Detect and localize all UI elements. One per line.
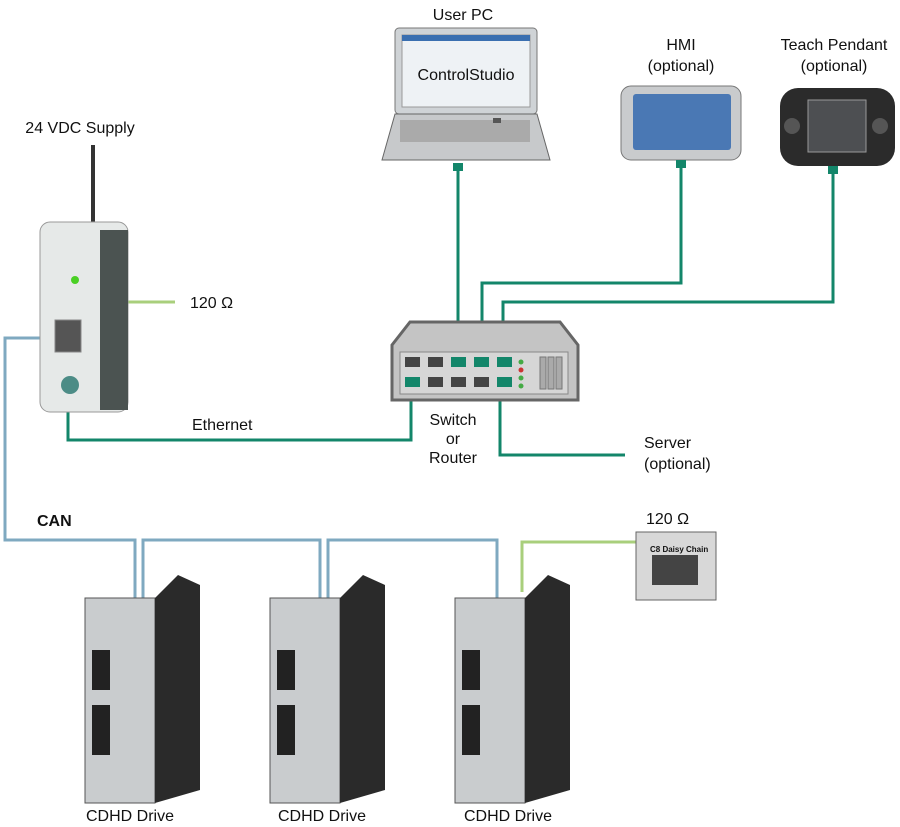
terminator-label-can: 120 Ω — [646, 511, 689, 528]
hmi-label: HMI — [666, 37, 695, 54]
controller-unit — [39, 145, 129, 413]
control-studio-label: ControlStudio — [418, 67, 515, 84]
server-optional-label: (optional) — [644, 456, 711, 473]
switch-router — [390, 320, 580, 402]
terminator-label-top: 120 Ω — [190, 295, 233, 312]
daisy-chain-label: C8 Daisy Chain — [650, 545, 708, 554]
ethernet-cable-server — [498, 380, 625, 457]
cdhd-drive-2 — [269, 575, 385, 804]
switch-label-3: Router — [429, 450, 478, 467]
can-label: CAN — [37, 513, 72, 530]
ethernet-cable-controller — [66, 380, 413, 442]
drive-1-label: CDHD Drive — [86, 808, 174, 825]
can-cable-2 — [141, 538, 322, 598]
pendant-optional-label: (optional) — [801, 58, 868, 75]
can-cable-3 — [326, 538, 499, 598]
cdhd-drive-1 — [84, 575, 200, 804]
switch-label-1: Switch — [429, 412, 476, 429]
terminator-cable-can — [520, 540, 638, 592]
drive-3-label: CDHD Drive — [464, 808, 552, 825]
teach-pendant-label: Teach Pendant — [781, 37, 888, 54]
cdhd-drive-3 — [454, 575, 570, 804]
user-pc-laptop — [381, 27, 551, 171]
switch-label-2: or — [446, 431, 461, 448]
hmi-device — [620, 85, 742, 168]
ethernet-label: Ethernet — [192, 417, 253, 434]
user-pc-label: User PC — [433, 7, 493, 24]
teach-pendant-device — [780, 88, 895, 174]
can-cable-1 — [3, 336, 137, 598]
drive-2-label: CDHD Drive — [278, 808, 366, 825]
supply-label: 24 VDC Supply — [25, 120, 134, 137]
hmi-optional-label: (optional) — [648, 58, 715, 75]
c8-daisy-chain-connector: C8 Daisy Chain — [635, 531, 717, 601]
server-label: Server — [644, 435, 692, 452]
